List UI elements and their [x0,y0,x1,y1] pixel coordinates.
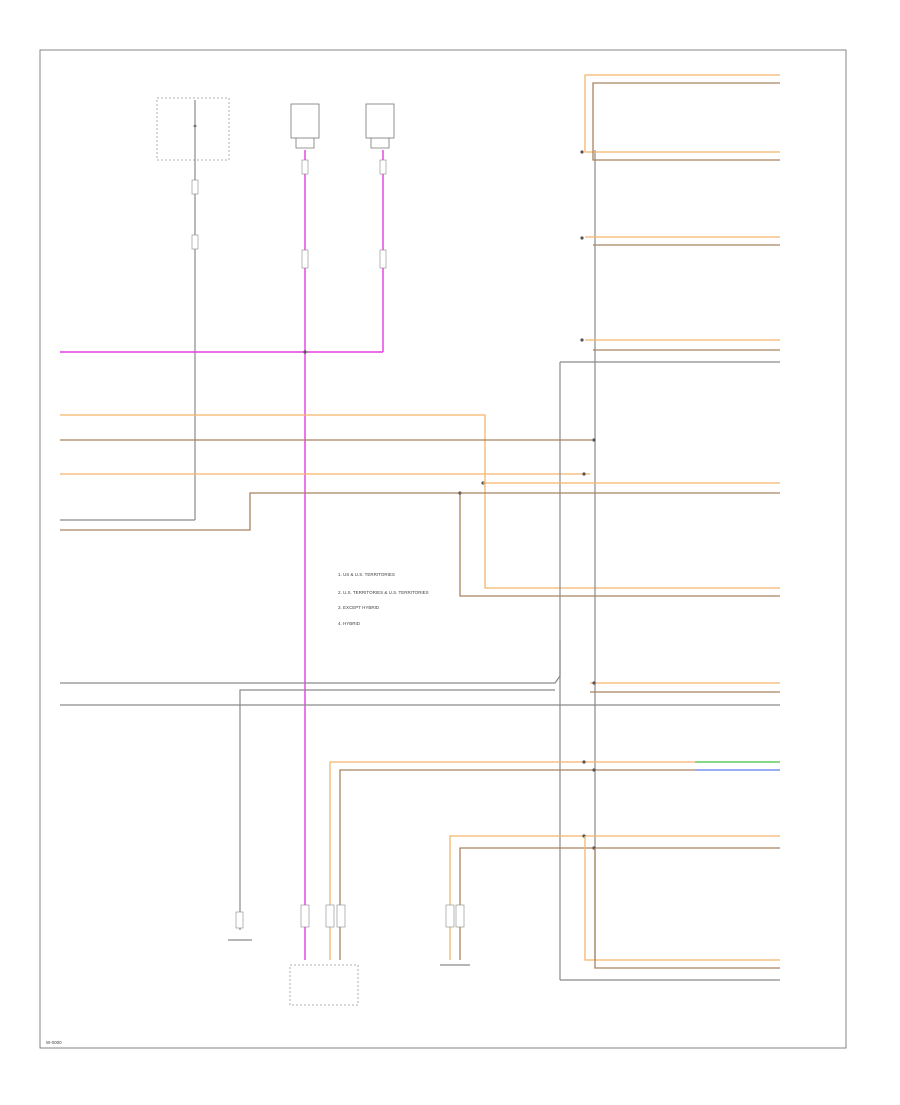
wire-h-row-a-orange [60,414,780,589]
footer-code: W-0000 [46,1040,62,1045]
legend-item-2: 2. U.S. TERRITORIES & U.S. TERRITORIES [338,590,429,595]
wire-lower-pair-or [329,761,695,960]
component-top-left [156,97,230,161]
legend-item-3: 3. EXCEPT HYBRID [338,605,380,610]
wire-lower-pair-br [339,769,695,960]
diagram-frame [39,49,847,1049]
wire-tr-1-br [592,82,780,161]
wire-tr-1-or [584,74,780,153]
wire-h-row-d-brown [60,492,780,597]
component-bottom-left [228,911,252,941]
component-top-middle [290,103,320,149]
wire-bottom-pair-br [459,847,780,960]
component-bottom-right [440,904,470,966]
wire-h-row-e-gray [60,640,561,684]
wire-bottom-2-or [584,836,780,961]
component-top-right [365,103,395,149]
wire-bottom-pair-or [449,835,780,960]
component-bottom-center [289,904,359,1006]
wire-gray-to-bottom-left [239,689,555,930]
wire-bottom-2-br [594,848,780,969]
legend-item-1: 1. US & U.S. TERRITORIES [338,572,395,577]
legend-item-4: 4. HYBRID [338,621,361,626]
legend: 1. US & U.S. TERRITORIES 2. U.S. TERRITO… [338,572,429,626]
